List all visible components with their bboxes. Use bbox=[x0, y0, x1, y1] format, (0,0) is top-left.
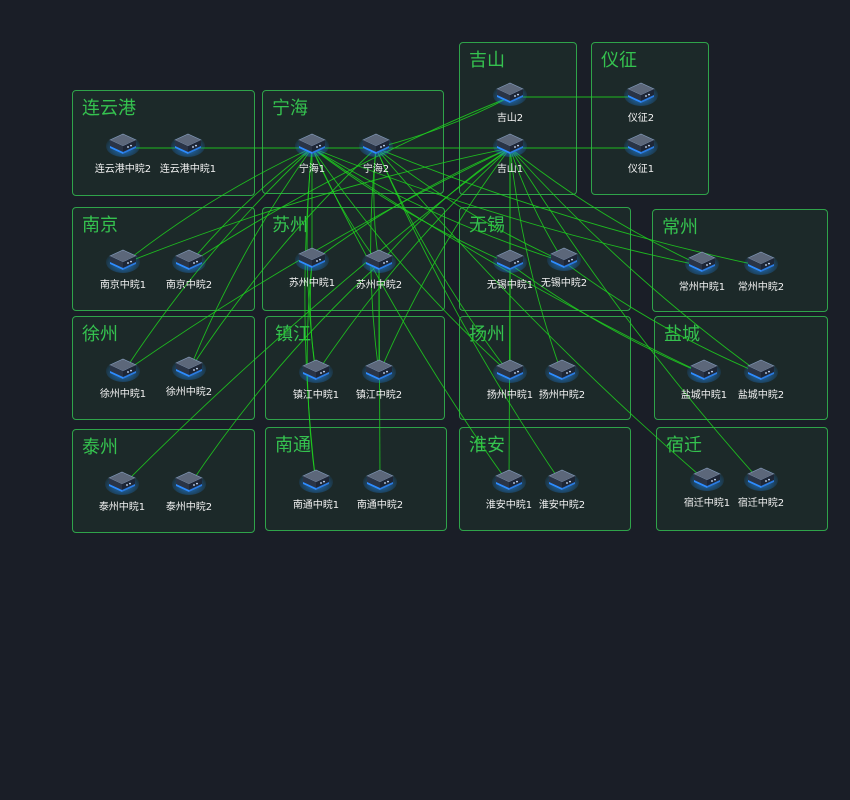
node-label: 盐城中睆2 bbox=[737, 390, 785, 401]
network-switch-icon bbox=[106, 249, 140, 273]
group-title: 宁海 bbox=[272, 98, 308, 119]
network-switch-icon bbox=[493, 249, 527, 273]
group-title: 泰州 bbox=[82, 437, 118, 458]
network-switch-icon bbox=[687, 359, 721, 383]
node-label: 南通中睆1 bbox=[292, 500, 340, 511]
node-label: 宿迁中睆1 bbox=[683, 498, 731, 509]
node-yz2[interactable]: 仪征2 bbox=[601, 79, 681, 125]
network-switch-icon bbox=[172, 356, 206, 380]
node-sz2[interactable]: 苏州中睆2 bbox=[339, 246, 419, 292]
group-title: 镇江 bbox=[275, 324, 311, 345]
network-switch-icon bbox=[105, 471, 139, 495]
group-title: 宿迁 bbox=[666, 435, 702, 456]
node-label: 南通中睆2 bbox=[356, 500, 404, 511]
group-title: 连云港 bbox=[82, 98, 136, 119]
node-label: 仪征2 bbox=[627, 113, 655, 124]
network-switch-icon bbox=[172, 471, 206, 495]
node-nj2[interactable]: 南京中睆2 bbox=[149, 246, 229, 292]
network-switch-icon bbox=[363, 469, 397, 493]
network-switch-icon bbox=[624, 133, 658, 157]
network-switch-icon bbox=[295, 247, 329, 271]
node-label: 宁海2 bbox=[362, 164, 390, 175]
group-title: 扬州 bbox=[469, 324, 505, 345]
group-title: 盐城 bbox=[664, 324, 700, 345]
node-yc2[interactable]: 盐城中睆2 bbox=[721, 356, 801, 402]
network-switch-icon bbox=[359, 133, 393, 157]
node-cz2[interactable]: 常州中睆2 bbox=[721, 248, 801, 294]
node-label: 徐州中睆2 bbox=[165, 387, 213, 398]
node-sq2[interactable]: 宿迁中睆2 bbox=[721, 464, 801, 510]
node-tz2[interactable]: 泰州中睆2 bbox=[149, 468, 229, 514]
node-label: 苏州中睆2 bbox=[355, 280, 403, 291]
network-switch-icon bbox=[685, 251, 719, 275]
network-switch-icon bbox=[545, 359, 579, 383]
network-switch-icon bbox=[362, 359, 396, 383]
node-label: 仪征1 bbox=[627, 164, 655, 175]
node-js2[interactable]: 吉山2 bbox=[470, 79, 550, 125]
network-switch-icon bbox=[545, 469, 579, 493]
network-switch-icon bbox=[295, 133, 329, 157]
group-title: 南京 bbox=[82, 215, 118, 236]
network-switch-icon bbox=[299, 469, 333, 493]
group-title: 苏州 bbox=[272, 215, 308, 236]
node-lyg1[interactable]: 连云港中睆1 bbox=[148, 130, 228, 176]
node-label: 吉山2 bbox=[496, 113, 524, 124]
network-switch-icon bbox=[493, 82, 527, 106]
node-xz2[interactable]: 徐州中睆2 bbox=[149, 353, 229, 399]
node-ha2[interactable]: 淮安中睆2 bbox=[522, 466, 602, 512]
network-switch-icon bbox=[744, 251, 778, 275]
node-label: 常州中睆2 bbox=[737, 282, 785, 293]
node-label: 泰州中睆1 bbox=[98, 502, 146, 513]
group-title: 徐州 bbox=[82, 324, 118, 345]
group-title: 吉山 bbox=[469, 50, 505, 71]
group-title: 南通 bbox=[275, 435, 311, 456]
group-title: 无锡 bbox=[469, 215, 505, 236]
node-yz1[interactable]: 仪征1 bbox=[601, 130, 681, 176]
node-label: 宿迁中睆2 bbox=[737, 498, 785, 509]
node-label: 镇江中睆2 bbox=[355, 390, 403, 401]
node-label: 淮安中睆1 bbox=[485, 500, 533, 511]
group-title: 常州 bbox=[662, 217, 698, 238]
network-switch-icon bbox=[493, 133, 527, 157]
group-title: 淮安 bbox=[469, 435, 505, 456]
network-switch-icon bbox=[492, 469, 526, 493]
network-switch-icon bbox=[171, 133, 205, 157]
network-switch-icon bbox=[106, 133, 140, 157]
network-switch-icon bbox=[744, 359, 778, 383]
network-switch-icon bbox=[624, 82, 658, 106]
node-nh2[interactable]: 宁海2 bbox=[336, 130, 416, 176]
node-yzh2[interactable]: 扬州中睆2 bbox=[522, 356, 602, 402]
node-label: 泰州中睆2 bbox=[165, 502, 213, 513]
network-switch-icon bbox=[690, 467, 724, 491]
node-label: 吉山1 bbox=[496, 164, 524, 175]
group-title: 仪征 bbox=[601, 50, 637, 71]
node-label: 扬州中睆2 bbox=[538, 390, 586, 401]
network-switch-icon bbox=[744, 467, 778, 491]
network-switch-icon bbox=[299, 359, 333, 383]
node-label: 无锡中睆2 bbox=[540, 278, 588, 289]
node-label: 南京中睆2 bbox=[165, 280, 213, 291]
network-switch-icon bbox=[362, 249, 396, 273]
node-nt2[interactable]: 南通中睆2 bbox=[340, 466, 420, 512]
node-js1[interactable]: 吉山1 bbox=[470, 130, 550, 176]
node-label: 连云港中睆1 bbox=[159, 164, 217, 175]
node-zj2[interactable]: 镇江中睆2 bbox=[339, 356, 419, 402]
node-label: 淮安中睆2 bbox=[538, 500, 586, 511]
network-switch-icon bbox=[547, 247, 581, 271]
node-wx2[interactable]: 无锡中睆2 bbox=[524, 244, 604, 290]
network-switch-icon bbox=[106, 358, 140, 382]
network-switch-icon bbox=[172, 249, 206, 273]
